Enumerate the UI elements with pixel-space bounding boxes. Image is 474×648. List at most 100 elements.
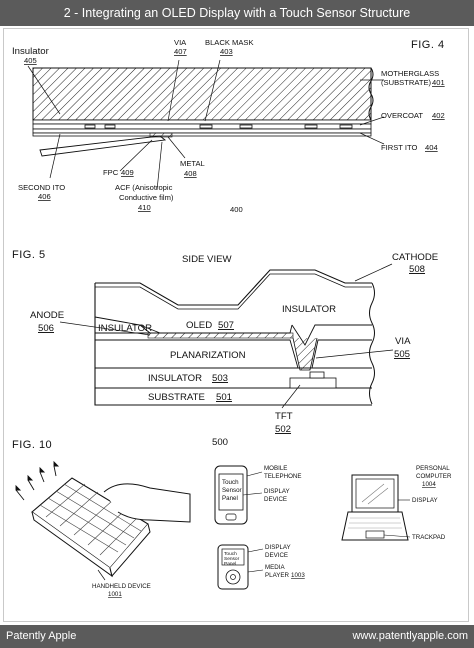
personal-computer-number: 1004: [422, 481, 436, 488]
acf-number: 410: [138, 203, 151, 212]
black-mask-layer: [32, 119, 372, 125]
media-player: [217, 544, 264, 590]
substrate-number: 501: [216, 392, 232, 403]
personal-computer-label-2: COMPUTER: [416, 473, 452, 480]
side-view-label: SIDE VIEW: [182, 254, 233, 265]
first-ito-label: FIRST ITO: [381, 143, 418, 152]
cathode-label: CATHODE: [392, 252, 438, 263]
anode-number: 506: [38, 323, 54, 334]
mobile-telephone-label-2: TELEPHONE: [264, 473, 301, 480]
media-player-label-1: MEDIA: [265, 564, 285, 571]
fpc: [39, 135, 167, 157]
substrate-label: SUBSTRATE: [148, 392, 205, 403]
fig-5: FIG. 5 SIDE VIEW: [12, 249, 438, 448]
laptop-display: [355, 478, 395, 509]
insulator-number: 405: [24, 56, 37, 65]
media-screen-line3: Panel: [224, 561, 236, 567]
motherglass-label: MOTHERGLASS: [381, 69, 439, 78]
insulator-bottom-label: INSULATOR: [148, 373, 202, 384]
fig-5-label: FIG. 5: [12, 249, 46, 261]
footer-bar: Patently Apple www.patentlyapple.com: [0, 625, 474, 648]
tft: [289, 377, 337, 389]
personal-computer: [341, 474, 411, 541]
fpc-number: 409: [121, 168, 134, 177]
oled-label: OLED: [186, 320, 212, 331]
laptop-trackpad: [365, 530, 385, 539]
black-mask-number: 403: [220, 47, 233, 56]
media-player-label-2: PLAYER: [265, 572, 289, 579]
tft-number: 502: [275, 424, 291, 435]
media-screen-line1: Touch: [224, 551, 237, 557]
display-label: DISPLAY: [412, 497, 438, 504]
handheld-number: 1001: [108, 591, 122, 598]
first-ito-number: 404: [425, 143, 438, 152]
display-device-2-line1: DISPLAY: [265, 544, 291, 551]
second-ito-layer: [32, 132, 372, 137]
metal-label: METAL: [180, 159, 205, 168]
second-ito-label: SECOND ITO: [18, 183, 65, 192]
planarization-label: PLANARIZATION: [170, 350, 246, 361]
fig-10-label: FIG. 10: [12, 439, 52, 451]
footer-url[interactable]: www.patentlyapple.com: [352, 630, 468, 642]
anode-label: ANODE: [30, 310, 64, 321]
second-ito-number: 406: [38, 192, 51, 201]
cathode-number: 508: [409, 264, 425, 275]
personal-computer-label-1: PERSONAL: [416, 465, 450, 472]
via-number: 407: [174, 47, 187, 56]
display-device-1-line1: DISPLAY: [264, 488, 290, 495]
fig-4: FIG. 4: [12, 38, 445, 214]
fig-5-ref-number: 500: [212, 437, 228, 448]
phone-screen-line3: Panel: [222, 495, 238, 502]
media-player-number: 1003: [291, 572, 305, 579]
oled-number: 507: [218, 320, 234, 331]
overcoat-label: OVERCOAT: [381, 111, 423, 120]
trackpad-label: TRACKPAD: [412, 534, 446, 541]
motherglass-number: 401: [432, 78, 445, 87]
cathode-outline: [95, 269, 372, 306]
via-number-5: 505: [394, 349, 410, 360]
figure-frame: [3, 28, 469, 622]
media-screen: [221, 548, 245, 566]
motherglass-layer: [32, 67, 372, 121]
overcoat-number: 402: [432, 111, 445, 120]
media-screen-line2: Sensor: [224, 556, 240, 562]
phone-screen: [218, 473, 244, 511]
page-title: 2 - Integrating an OLED Display with a T…: [0, 0, 474, 26]
handheld-device: [15, 460, 191, 581]
tft-label: TFT: [275, 411, 293, 422]
stack-outline: [94, 283, 372, 406]
touch-grid: [39, 483, 142, 556]
ito-pads: [84, 124, 353, 129]
insulator-left-label: INSULATOR: [98, 323, 152, 334]
acf-label-line2: Conductive film): [119, 193, 174, 202]
fpc-label: FPC: [103, 168, 119, 177]
break-line-5: [369, 282, 375, 405]
footer-brand: Patently Apple: [6, 630, 77, 642]
fig-4-label: FIG. 4: [411, 39, 445, 51]
fig-5-leaders: [59, 263, 394, 409]
oled-layer: [139, 324, 293, 334]
display-device-2-line2: DEVICE: [265, 552, 288, 559]
phone-home-button: [225, 513, 237, 521]
via-label: VIA: [174, 38, 187, 47]
fig-10: FIG. 10: [12, 439, 452, 598]
motion-arrows: [15, 460, 60, 501]
fig-4-ref-number: 400: [230, 205, 243, 214]
insulator-bottom-number: 503: [212, 373, 228, 384]
handheld-label: HANDHELD DEVICE: [92, 583, 151, 590]
via-fill: [292, 337, 318, 371]
break-line: [368, 67, 374, 121]
via-label-5: VIA: [395, 336, 411, 347]
motherglass-substrate-label: (SUBSTRATE): [381, 78, 432, 87]
display-device-1-line2: DEVICE: [264, 496, 287, 503]
insulator-right-label: INSULATOR: [282, 304, 336, 315]
metal-number: 408: [184, 169, 197, 178]
insulator-label: Insulator: [12, 46, 50, 57]
acf-label-line1: ACF (Anisotropic: [115, 183, 173, 192]
metal-contact: [149, 132, 173, 138]
anode-layer: [147, 332, 294, 339]
fig-4-leaders: [27, 59, 385, 191]
black-mask-label: BLACK MASK: [205, 38, 254, 47]
